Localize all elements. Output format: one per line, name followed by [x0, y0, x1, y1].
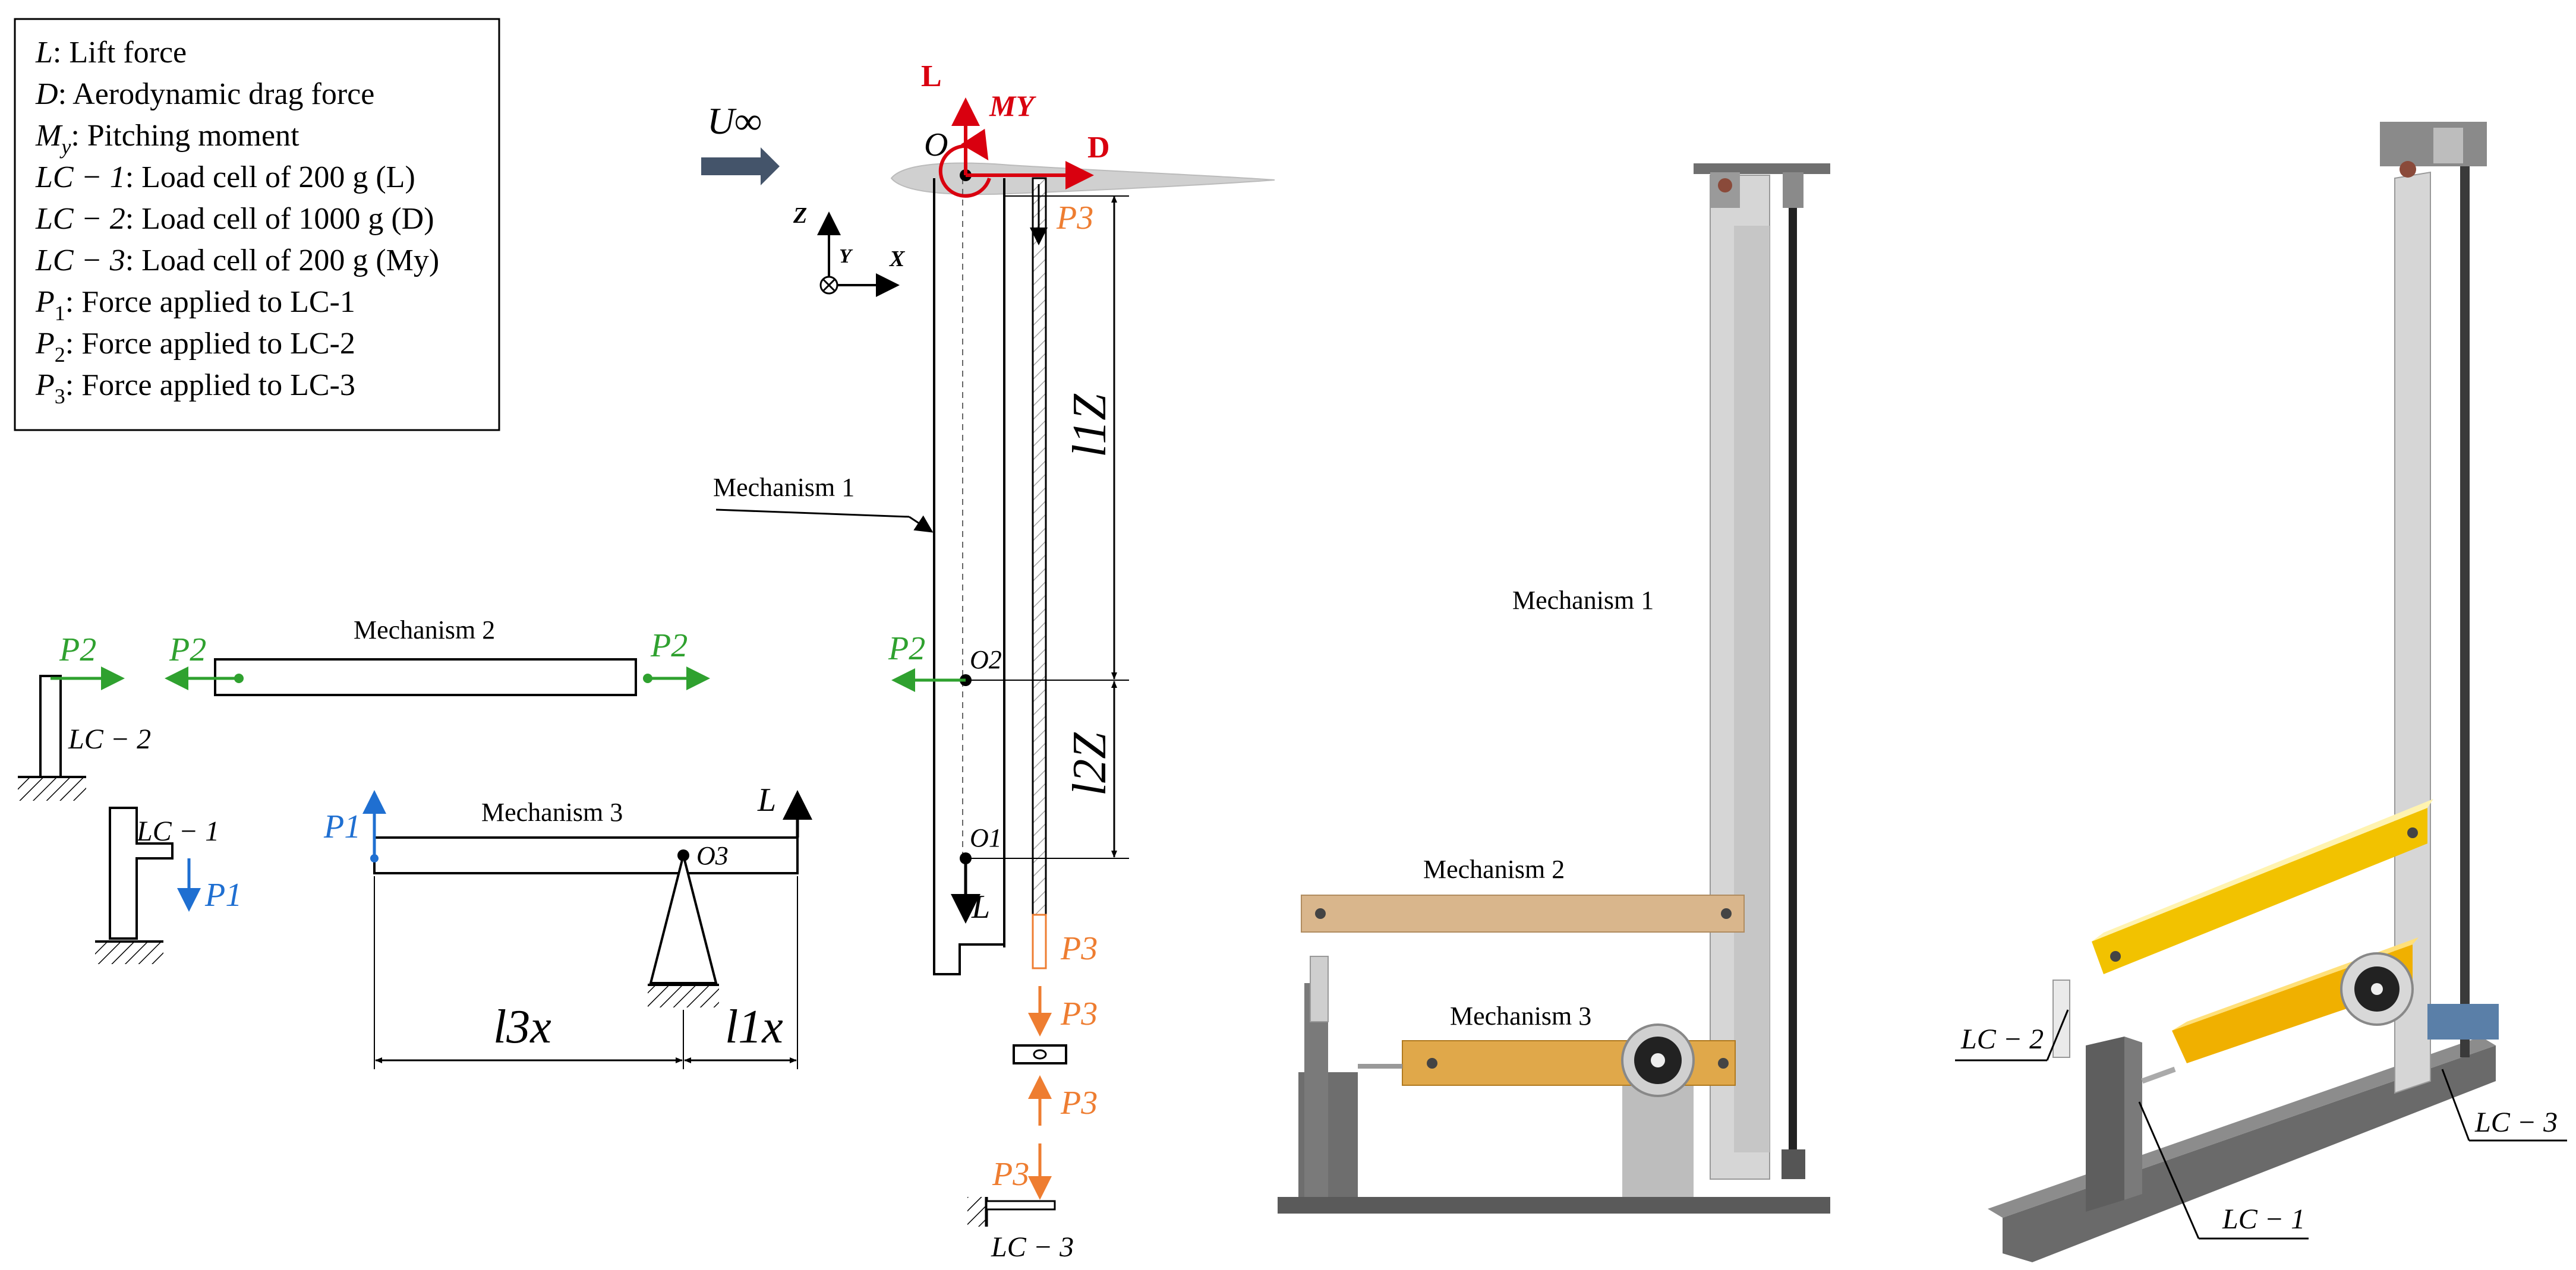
front-rod	[1789, 178, 1797, 1164]
p1-label-mech3: P1	[323, 808, 361, 845]
moment-label: MY	[989, 89, 1036, 122]
mechanism3-label: Mechanism 3	[481, 798, 623, 827]
p2-label-right: P2	[650, 627, 688, 664]
drag-arrow: D	[966, 131, 1110, 189]
legend-item-p3: P3: Force applied to LC-3	[35, 368, 355, 408]
p2-arrow-mech1: P2	[888, 630, 966, 692]
p3-label-2: P3	[1060, 996, 1098, 1032]
legend-item-lc3: LC − 3: Load cell of 200 g (My)	[35, 244, 439, 277]
p2-label-lc2: P2	[59, 631, 96, 668]
lift-reaction-arrow: L	[951, 858, 990, 925]
o3-label: O3	[696, 841, 729, 870]
mechanism2-schematic: Mechanism 2 P2 P2	[165, 615, 710, 696]
point-o: O	[924, 127, 972, 181]
lc3-schematic: LC − 3	[967, 1197, 1074, 1263]
front-view-model: Mechanism 1 Mechanism 2 Mechanism 3	[1278, 163, 1830, 1214]
legend-item-lift: L: Lift force	[35, 36, 187, 69]
legend-item-p2: P2: Force applied to LC-2	[35, 327, 355, 367]
l2z-label: l2Z	[1064, 732, 1116, 796]
axis-z-label: Z	[793, 203, 807, 228]
o2-label: O2	[970, 645, 1002, 674]
point-o1: O1	[960, 823, 1002, 864]
p3-arrow-top: P3	[1030, 184, 1093, 245]
legend-item-drag: D: Aerodynamic drag force	[35, 77, 374, 111]
mechanism3-schematic: Mechanism 3 O3 P1 L l3x l1x	[323, 782, 812, 1069]
lift-reaction-label: L	[971, 889, 990, 925]
iso-lc1-label: LC − 1	[2222, 1203, 2305, 1235]
p2-label-mech1: P2	[888, 630, 925, 667]
legend-item-moment: My: Pitching moment	[35, 119, 299, 159]
point-o2: O2	[960, 645, 1002, 686]
lift-label-mech3: L	[757, 782, 776, 819]
mechanism1-label-group: Mechanism 1	[713, 473, 934, 533]
dimension-l1z: l1Z	[1004, 195, 1129, 680]
p3-label-1: P3	[1060, 930, 1098, 967]
isometric-view-model: LC − 2 LC − 1 LC − 3	[1955, 122, 2567, 1262]
p2-label-left: P2	[169, 631, 206, 668]
lc3-label-schematic: LC − 3	[991, 1231, 1074, 1263]
mechanism1-schematic	[933, 177, 1047, 975]
p3-chain: P3 P3 P3 P3	[992, 930, 1098, 1200]
lc2-label-schematic: LC − 2	[68, 724, 151, 755]
freestream-arrow: U∞	[701, 100, 780, 185]
l1z-label: l1Z	[1064, 393, 1116, 457]
front-mechanism3-label: Mechanism 3	[1450, 1002, 1591, 1031]
iso-lc3-label: LC − 3	[2474, 1107, 2558, 1138]
front-mechanism1-label: Mechanism 1	[1512, 586, 1654, 615]
lc2-schematic: P2 LC − 2	[18, 631, 151, 801]
legend-box: L: Lift force D: Aerodynamic drag force …	[14, 18, 500, 431]
legend-item-lc1: LC − 1: Load cell of 200 g (L)	[35, 160, 415, 194]
iso-mechanism2-bar	[2092, 808, 2427, 974]
o1-label: O1	[970, 823, 1002, 852]
drag-label: D	[1087, 131, 1110, 165]
mechanism1-label: Mechanism 1	[713, 473, 855, 502]
mechanism2-label: Mechanism 2	[354, 615, 495, 645]
p1-label-lc1: P1	[204, 877, 242, 914]
dimension-l2z: l2Z	[966, 680, 1129, 859]
lc1-label-schematic: LC − 1	[136, 816, 219, 847]
l3x-label: l3x	[493, 1001, 551, 1053]
iso-lc2-label: LC − 2	[1960, 1023, 2044, 1055]
l1x-label: l1x	[725, 1001, 783, 1053]
front-base-plate	[1278, 1197, 1830, 1214]
axis-x-label: X	[889, 247, 906, 271]
lc1-schematic: LC − 1 P1	[95, 807, 242, 964]
u-inf-label: U∞	[707, 100, 762, 142]
front-mechanism2-label: Mechanism 2	[1423, 855, 1565, 884]
front-mechanism2-bar	[1301, 895, 1745, 933]
axis-triad: Z Y X	[793, 203, 906, 297]
legend-item-p1: P1: Force applied to LC-1	[35, 285, 355, 325]
axis-y-label: Y	[839, 245, 853, 267]
lift-label: L	[921, 59, 942, 93]
iso-mechanism1-column	[2394, 171, 2431, 1094]
legend-item-lc2: LC − 2: Load cell of 1000 g (D)	[35, 202, 434, 236]
p3-label-3: P3	[1060, 1085, 1098, 1121]
moment-arrow: MY	[938, 89, 1036, 198]
p3-label-4: P3	[992, 1156, 1029, 1193]
p3-label-top: P3	[1056, 200, 1093, 236]
